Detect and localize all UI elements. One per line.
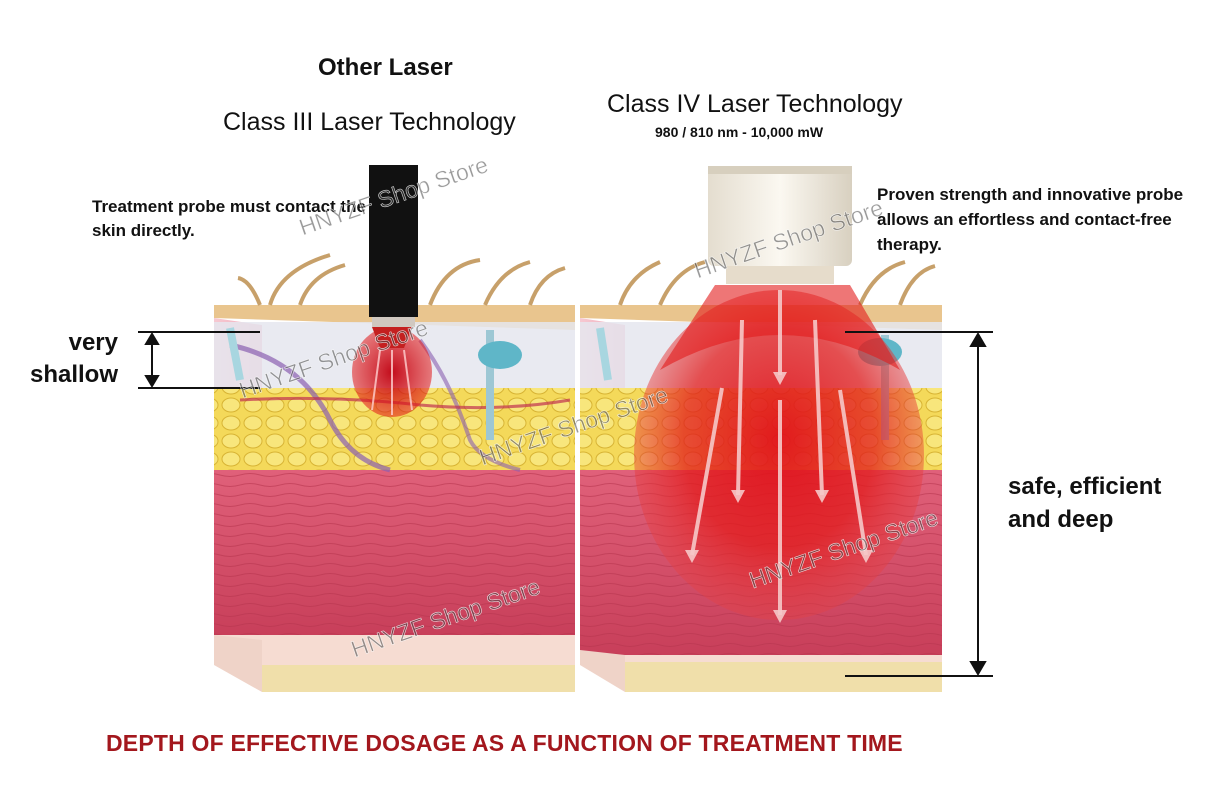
- diagram-caption: DEPTH OF EFFECTIVE DOSAGE AS A FUNCTION …: [106, 730, 903, 756]
- shallow-depth-indicator: [138, 331, 260, 389]
- class4-heading: Class IV Laser Technology: [607, 90, 903, 118]
- class4-note: Proven strength and innovative probe all…: [877, 185, 1184, 254]
- class3-heading: Class III Laser Technology: [223, 108, 516, 136]
- class3-probe: [352, 165, 432, 417]
- class4-spec: 980 / 810 nm - 10,000 mW: [655, 124, 824, 140]
- class3-note: Treatment probe must contact the skin di…: [92, 197, 366, 240]
- other-laser-heading: Other Laser: [318, 54, 453, 81]
- shallow-label: very shallow: [29, 329, 118, 388]
- deep-depth-indicator: [845, 331, 993, 677]
- deep-label: safe, efficient and deep: [1008, 473, 1162, 533]
- class4-laser-beam: [634, 285, 924, 623]
- left-skin-block: [214, 253, 575, 692]
- class4-probe: [708, 166, 852, 284]
